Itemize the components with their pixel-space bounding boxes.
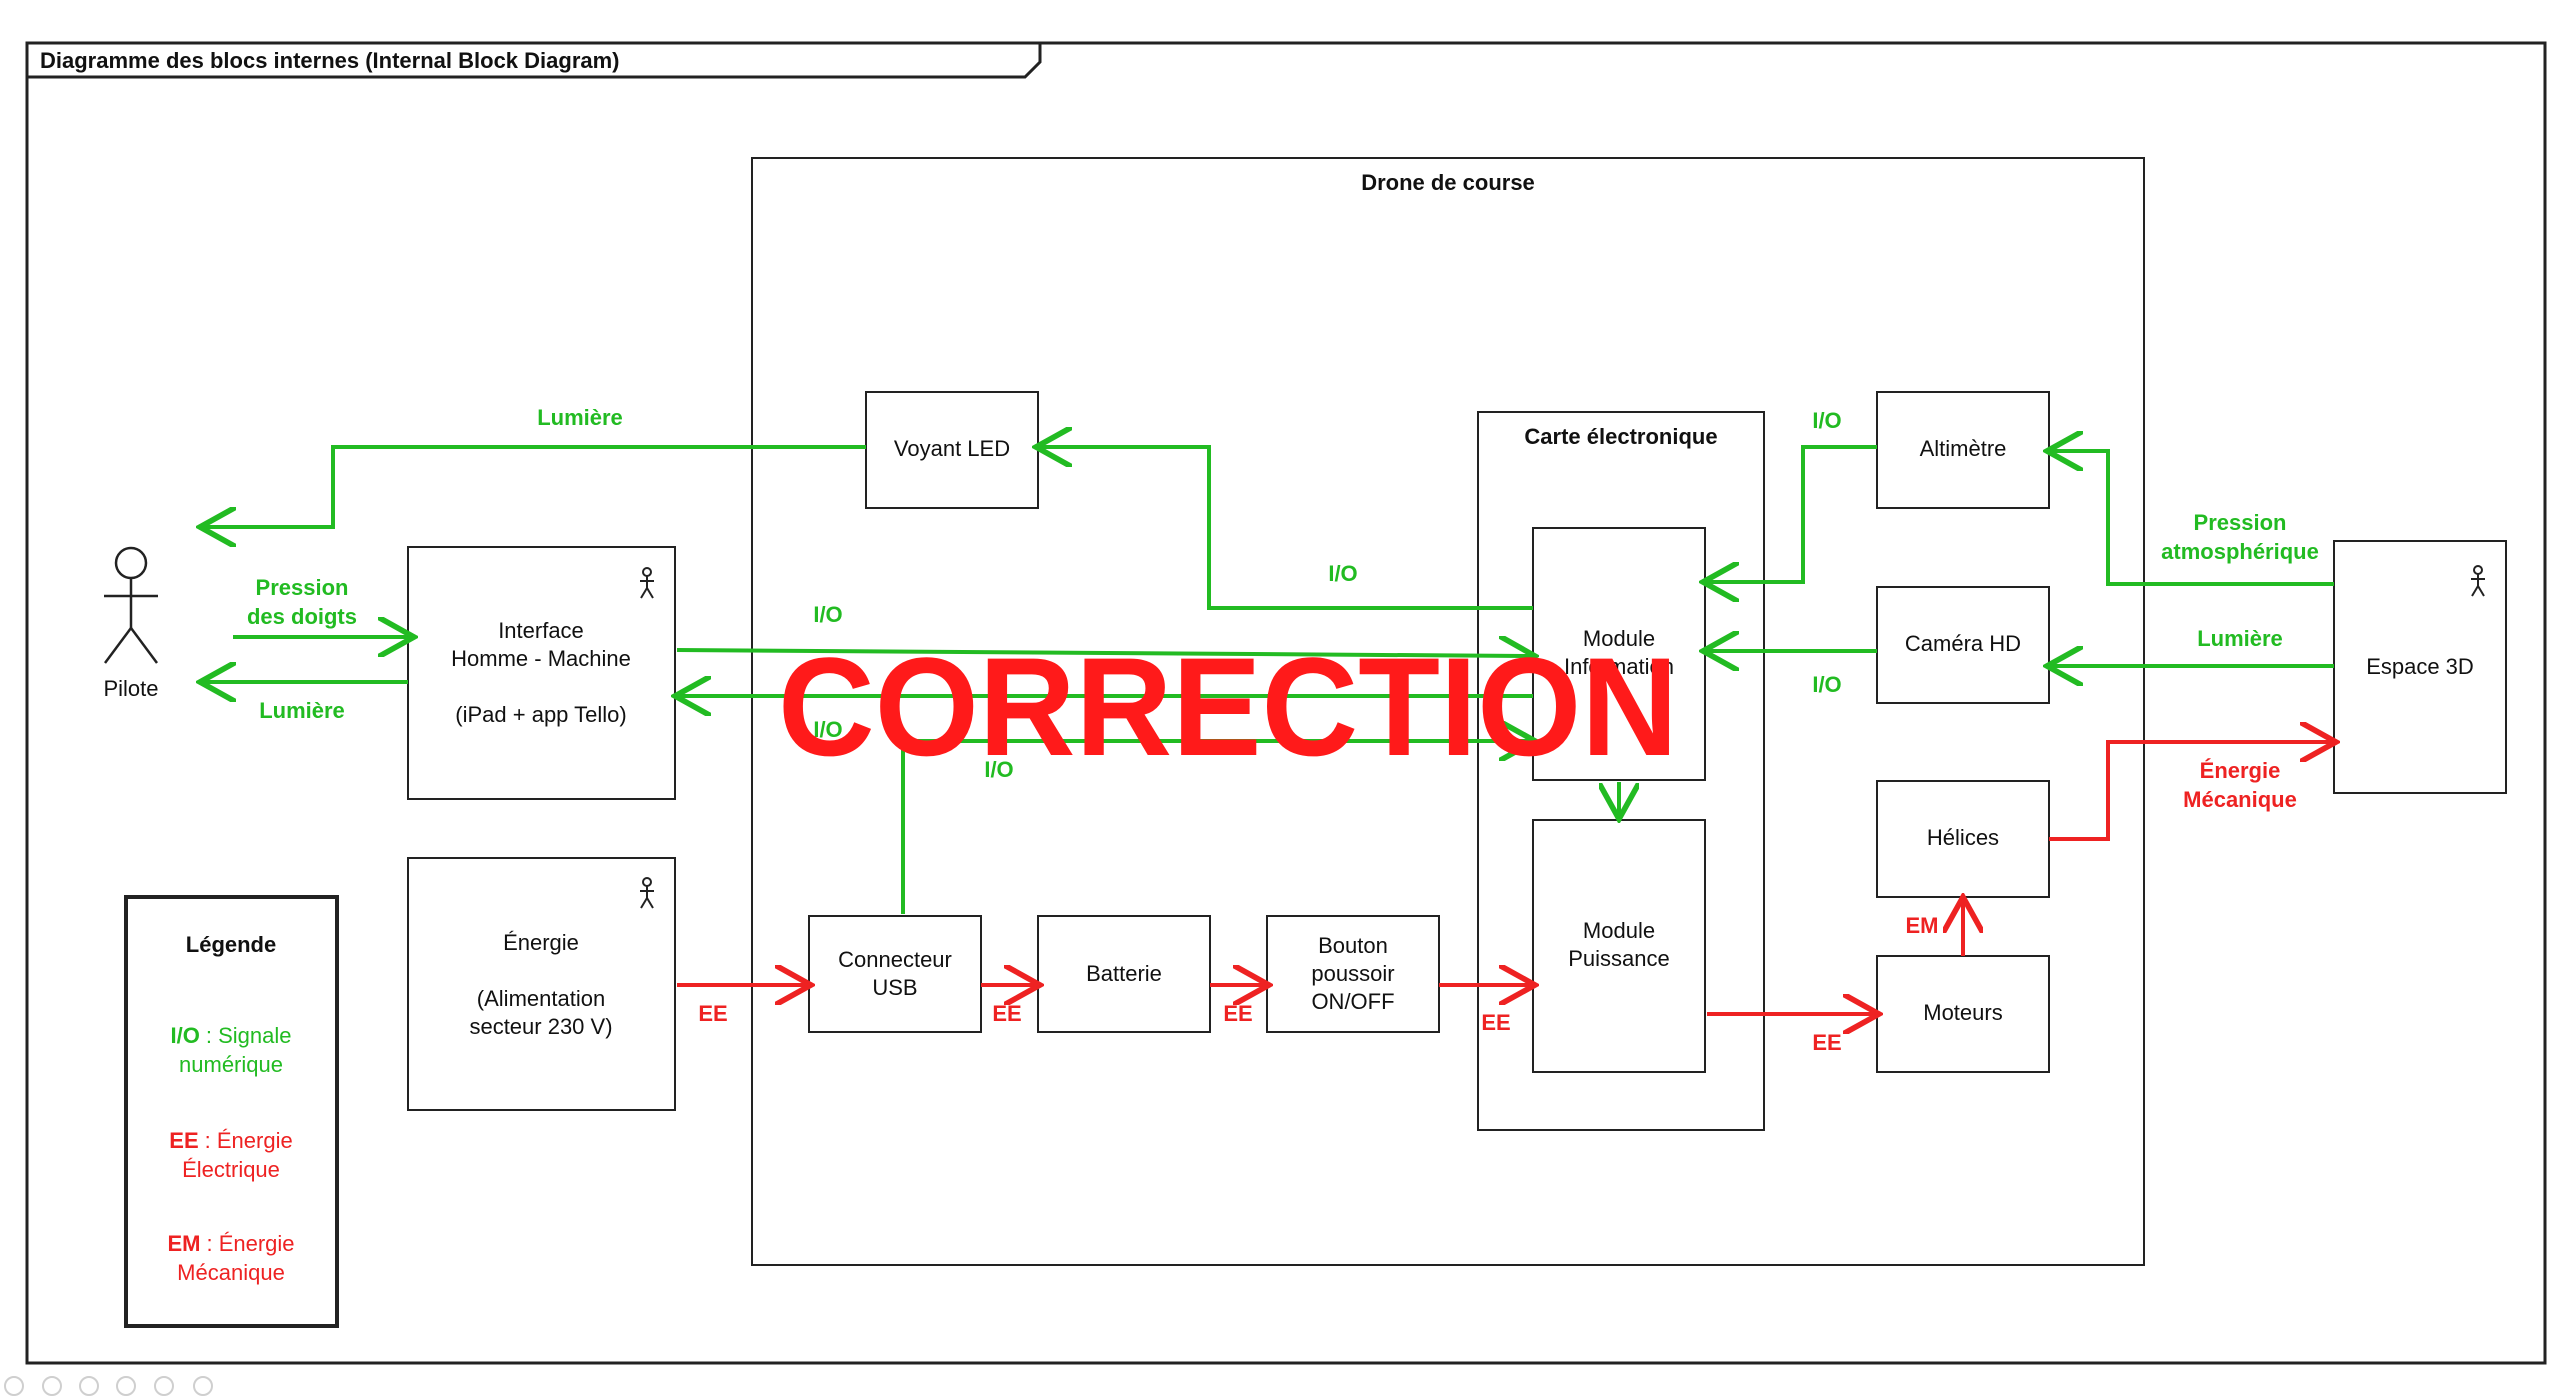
batterie-label: Batterie bbox=[1086, 961, 1162, 986]
connecteur-usb-block[interactable] bbox=[808, 915, 982, 1033]
label-io-camera: I/O bbox=[1812, 672, 1841, 697]
flow-voyant-to-pilote bbox=[204, 445, 866, 527]
label-pression-doigts-1: Pression bbox=[256, 575, 349, 600]
espace-actor-icon bbox=[2471, 565, 2485, 597]
legend-box bbox=[124, 895, 339, 1328]
camera-hd-label: Caméra HD bbox=[1905, 631, 2021, 656]
label-ee-3: EE bbox=[1223, 1001, 1252, 1026]
altimetre-label: Altimètre bbox=[1920, 436, 2007, 461]
bouton-line1: Bouton bbox=[1318, 933, 1388, 958]
label-lumiere-top: Lumière bbox=[537, 405, 623, 430]
label-pression-atm-1: Pression bbox=[2194, 510, 2287, 535]
frame-title: Diagramme des blocs internes (Internal B… bbox=[40, 48, 620, 73]
energie-line1: Énergie bbox=[503, 930, 579, 955]
flow-usb-to-module-info bbox=[901, 741, 1531, 914]
module-puissance-line2: Puissance bbox=[1568, 946, 1670, 971]
flow-ihm-to-module-info bbox=[676, 650, 1531, 656]
label-pression-doigts-2: des doigts bbox=[247, 604, 357, 629]
label-ee-2: EE bbox=[992, 1001, 1021, 1026]
toolbar-icon-3[interactable] bbox=[79, 1376, 99, 1396]
ihm-actor-icon bbox=[640, 567, 654, 599]
module-information-line2: Information bbox=[1564, 654, 1674, 679]
legend-io-text2: numérique bbox=[179, 1052, 283, 1077]
voyant-led-label: Voyant LED bbox=[894, 436, 1010, 461]
toolbar-icon-1[interactable] bbox=[4, 1376, 24, 1396]
legend-em-text1: : Énergie bbox=[206, 1231, 294, 1256]
bouton-line3: ON/OFF bbox=[1311, 989, 1394, 1014]
energie-line2: (Alimentation bbox=[477, 986, 605, 1011]
label-energie-meca-2: Mécanique bbox=[2183, 787, 2297, 812]
energie-line3: secteur 230 V) bbox=[469, 1014, 612, 1039]
toolbar-icon-6[interactable] bbox=[193, 1376, 213, 1396]
legend-em: EM: Énergie bbox=[167, 1231, 294, 1256]
camera-hd-block[interactable] bbox=[1876, 586, 2050, 704]
bouton-poussoir-block[interactable] bbox=[1266, 915, 1440, 1033]
flow-helices-to-espace bbox=[2049, 742, 2332, 841]
module-puissance-block[interactable] bbox=[1532, 819, 1706, 1073]
legend-io-key: I/O bbox=[171, 1023, 200, 1048]
diagram-frame bbox=[25, 41, 2547, 1365]
energie-actor-icon bbox=[640, 877, 654, 909]
espace-3d-label: Espace 3D bbox=[2366, 654, 2474, 679]
legend-ee-key: EE bbox=[169, 1128, 198, 1153]
label-em: EM bbox=[1906, 913, 1939, 938]
toolbar-icon-2[interactable] bbox=[42, 1376, 62, 1396]
helices-block[interactable] bbox=[1876, 780, 2050, 898]
connecteur-usb-line1: Connecteur bbox=[838, 947, 952, 972]
pilote-label: Pilote bbox=[103, 676, 158, 701]
bouton-line2: poussoir bbox=[1311, 961, 1394, 986]
helices-label: Hélices bbox=[1927, 825, 1999, 850]
legend-em-key: EM bbox=[167, 1231, 200, 1256]
module-puissance-line1: Module bbox=[1583, 918, 1655, 943]
legend-io: I/O: Signale bbox=[171, 1023, 292, 1048]
label-io-ihm-bottom: I/O bbox=[813, 717, 842, 742]
ihm-line3: (iPad + app Tello) bbox=[455, 702, 626, 727]
energie-block[interactable] bbox=[407, 857, 676, 1111]
label-lumiere-right: Lumière bbox=[2197, 626, 2283, 651]
legend-title: Légende bbox=[186, 932, 276, 957]
ihm-line1: Interface bbox=[498, 618, 584, 643]
correction-watermark: CORRECTION bbox=[778, 628, 1678, 785]
bottom-toolbar-icons[interactable] bbox=[4, 1376, 213, 1396]
ihm-block[interactable] bbox=[407, 546, 676, 800]
carte-electronique-title: Carte électronique bbox=[1524, 424, 1717, 449]
moteurs-label: Moteurs bbox=[1923, 1000, 2002, 1025]
label-io-voyant: I/O bbox=[1328, 561, 1357, 586]
label-ee-4: EE bbox=[1481, 1010, 1510, 1035]
label-lumiere-left: Lumière bbox=[259, 698, 345, 723]
module-information-block[interactable] bbox=[1532, 527, 1706, 781]
flow-module-info-to-voyant bbox=[1040, 447, 1533, 610]
flow-altimetre-to-module-info bbox=[1707, 445, 1877, 582]
drone-system-title: Drone de course bbox=[1361, 170, 1535, 195]
legend-ee-text1: : Énergie bbox=[205, 1128, 293, 1153]
label-energie-meca-1: Énergie bbox=[2200, 758, 2281, 783]
label-io-altimetre: I/O bbox=[1812, 408, 1841, 433]
legend-ee: EE : Énergie bbox=[169, 1128, 292, 1153]
label-io-ihm-top: I/O bbox=[813, 602, 842, 627]
module-information-line1: Module bbox=[1583, 626, 1655, 651]
label-io-usb: I/O bbox=[984, 757, 1013, 782]
ihm-line2: Homme - Machine bbox=[451, 646, 631, 671]
toolbar-icon-4[interactable] bbox=[116, 1376, 136, 1396]
voyant-led-block[interactable] bbox=[865, 391, 1039, 509]
label-pression-atm-2: atmosphérique bbox=[2161, 539, 2319, 564]
connecteur-usb-line2: USB bbox=[872, 975, 917, 1000]
label-ee-1: EE bbox=[698, 1001, 727, 1026]
pilote-actor-icon bbox=[103, 546, 159, 664]
legend-io-text1: : Signale bbox=[206, 1023, 292, 1048]
legend-em-text2: Mécanique bbox=[177, 1260, 285, 1285]
flow-espace-to-altimetre bbox=[2051, 451, 2334, 586]
frame-title-tab bbox=[27, 41, 1042, 79]
drone-system-block bbox=[751, 157, 2145, 1266]
toolbar-icon-5[interactable] bbox=[154, 1376, 174, 1396]
legend-ee-text2: Électrique bbox=[182, 1157, 280, 1182]
label-ee-5: EE bbox=[1812, 1030, 1841, 1055]
